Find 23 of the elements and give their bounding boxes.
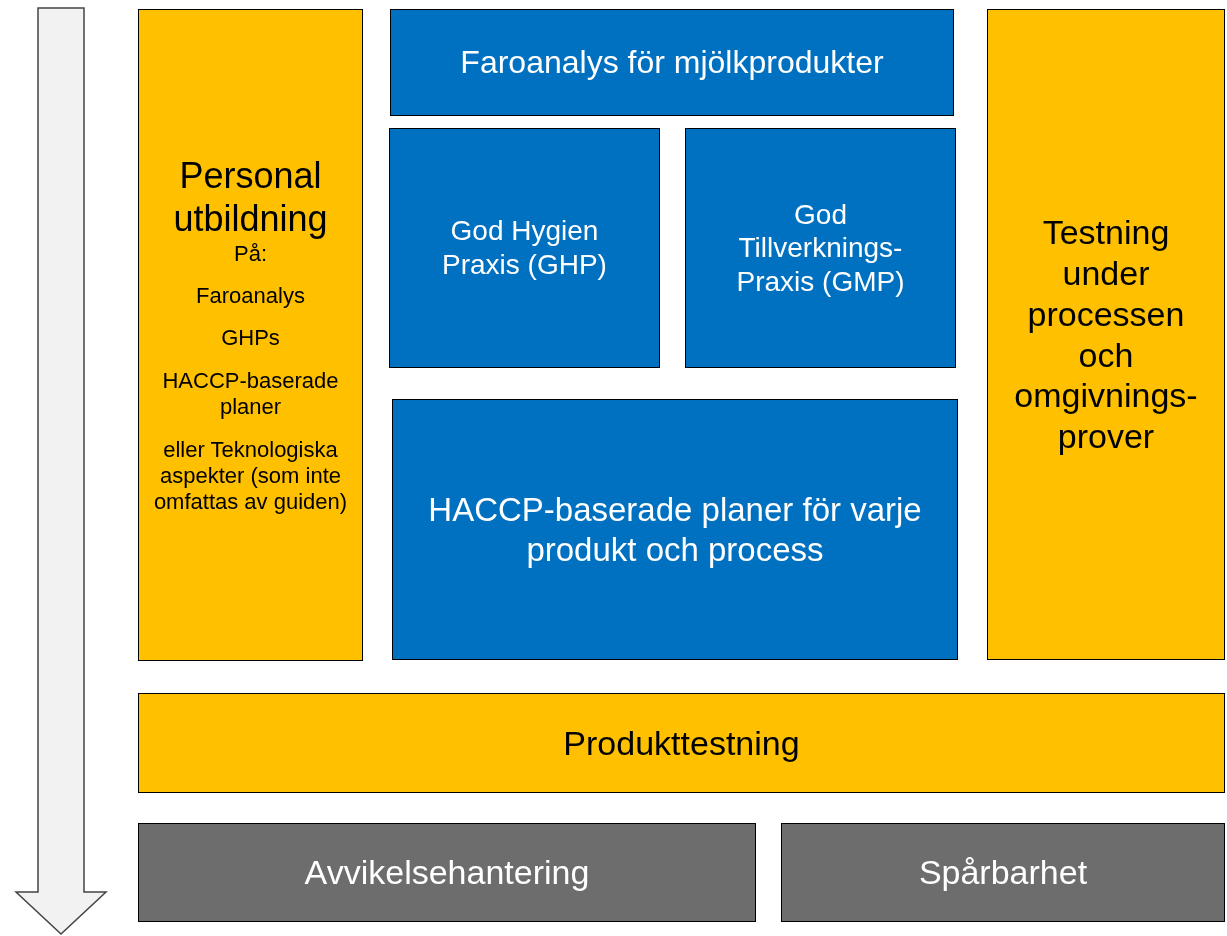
box-text: Produkttestning (563, 722, 800, 764)
box-text: Avvikelsehantering (304, 852, 590, 893)
haccp-plan-box (392, 399, 958, 660)
ghp-box (389, 128, 660, 368)
box-text: Testning under processen och omgivnings-prover (1013, 212, 1199, 457)
topic-text: På: (234, 240, 267, 267)
gmp-box (685, 128, 956, 368)
topic-text: GHPs (221, 325, 280, 352)
hazard-analysis-box (390, 9, 954, 116)
box-text: God Tillverknings-Praxis (GMP) (735, 197, 906, 299)
topic-text: Faroanalys (196, 283, 305, 310)
product-testing-bar (138, 693, 1225, 793)
training-panel (138, 9, 363, 661)
box-text: Faroanalys för mjölkprodukter (460, 43, 884, 82)
box-text: HACCP-baserade planer för varje produkt och process (427, 489, 923, 570)
traceability-box (781, 823, 1225, 922)
deviation-handling-box (138, 823, 756, 922)
testing-panel (987, 9, 1225, 660)
topic-text: HACCP-baserade planer (161, 367, 340, 421)
panel-heading: Personal utbildning (172, 154, 329, 241)
box-text: Spårbarhet (918, 852, 1088, 893)
box-text: God Hygien Praxis (GHP) (441, 214, 608, 282)
topic-text: eller Teknologiska aspekter (som inte omfattas av guiden) (152, 436, 349, 516)
